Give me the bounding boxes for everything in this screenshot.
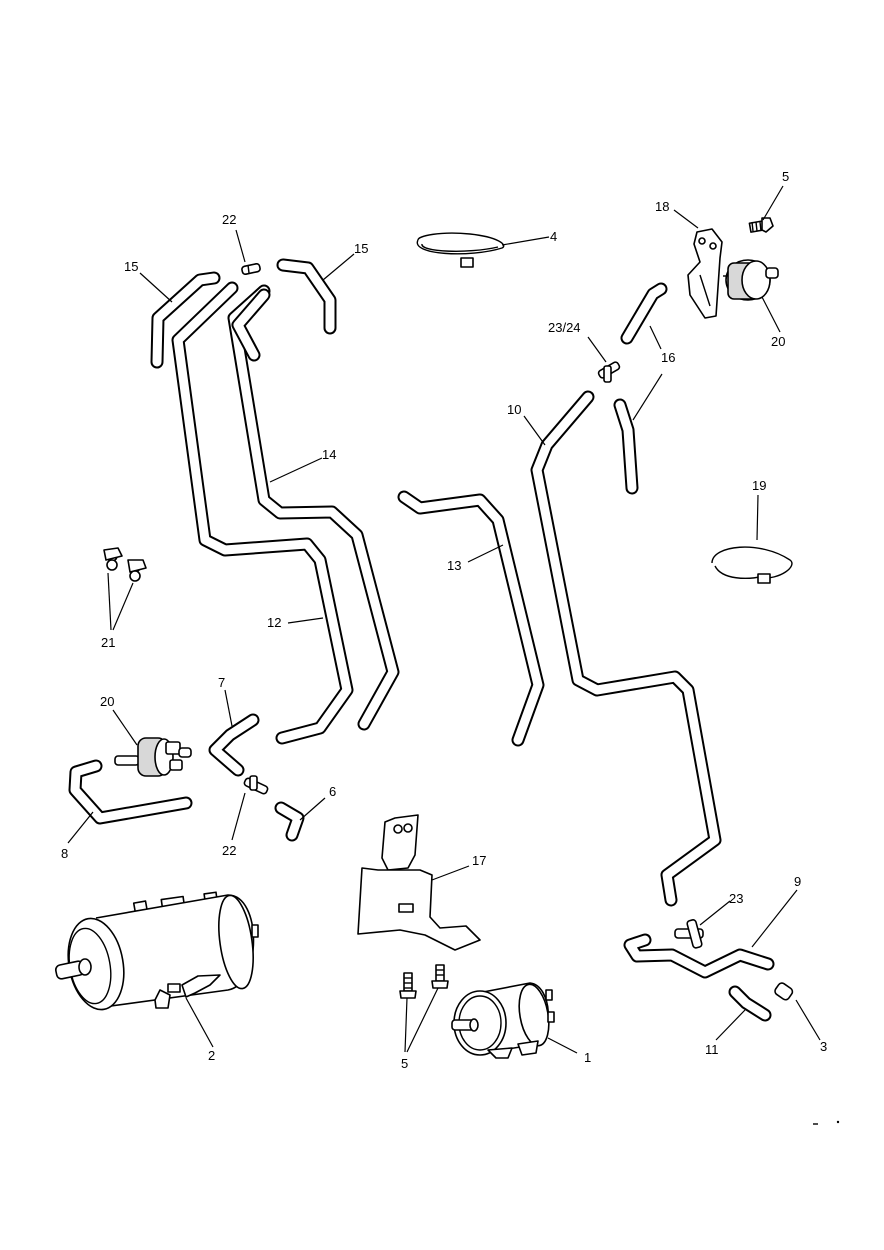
callout-12: 12 (267, 615, 281, 630)
bolt-5-upper (748, 217, 774, 233)
regulator-20-lower (114, 737, 192, 777)
clamp-19 (711, 546, 793, 584)
callout-4: 4 (550, 229, 557, 244)
callout-5-upper: 5 (782, 169, 789, 184)
callout-19: 19 (752, 478, 766, 493)
hose-10 (530, 390, 722, 907)
filter-1 (451, 982, 555, 1059)
bolt-5-lower-left (399, 972, 417, 999)
callout-20-lower: 20 (100, 694, 114, 709)
callout-16: 16 (661, 350, 675, 365)
callout-15-left: 15 (124, 259, 138, 274)
hose-12 (171, 281, 354, 745)
regulator-20-upper (723, 259, 779, 301)
callout-23-24: 23/24 (548, 320, 581, 335)
callout-22-upper: 22 (222, 212, 236, 227)
callout-14: 14 (322, 447, 336, 462)
bracket-17 (357, 814, 481, 951)
tpiece-23-24 (597, 361, 621, 383)
callout-1: 1 (584, 1050, 591, 1065)
hose-7 (208, 713, 260, 777)
leader-lines (67, 185, 821, 1054)
hose-11 (728, 985, 772, 1022)
callout-18: 18 (655, 199, 669, 214)
bracket-18 (687, 228, 723, 319)
hose-6 (274, 801, 305, 842)
tpiece-23 (674, 919, 704, 949)
hose-14-hook (231, 288, 271, 362)
callout-21: 21 (101, 635, 115, 650)
hose-8 (68, 759, 193, 825)
callout-22-lower: 22 (222, 843, 236, 858)
callout-3: 3 (820, 1039, 827, 1054)
callout-7: 7 (218, 675, 225, 690)
clamp-4 (416, 232, 505, 268)
hose-16-upper (620, 282, 668, 345)
callout-6: 6 (329, 784, 336, 799)
clips-21 (103, 547, 147, 582)
hose-9 (623, 933, 775, 979)
callout-23: 23 (729, 891, 743, 906)
tpiece-22-lower (243, 775, 269, 795)
callout-labels: 1 2 3 4 5 5 6 7 8 9 10 11 12 13 14 15 15… (61, 169, 827, 1071)
callout-17: 17 (472, 853, 486, 868)
callout-8: 8 (61, 846, 68, 861)
connector-22-upper (241, 262, 261, 276)
callout-15-right: 15 (354, 241, 368, 256)
corner-marks (813, 1120, 840, 1125)
callout-11: 11 (705, 1042, 719, 1057)
canister-2 (54, 891, 259, 1011)
hose-16-lower (613, 398, 639, 495)
hose-14 (227, 284, 400, 731)
callout-5-lower: 5 (401, 1056, 408, 1071)
hose-15-left (150, 271, 221, 369)
callout-2: 2 (208, 1048, 215, 1063)
callout-10: 10 (507, 402, 521, 417)
hose-13 (397, 490, 545, 747)
callout-9: 9 (794, 874, 801, 889)
bolt-5-lower-right (431, 964, 449, 989)
sleeve-3 (774, 982, 794, 1001)
hose-15-right (276, 258, 337, 335)
callout-20-upper: 20 (771, 334, 785, 349)
callout-13: 13 (447, 558, 461, 573)
